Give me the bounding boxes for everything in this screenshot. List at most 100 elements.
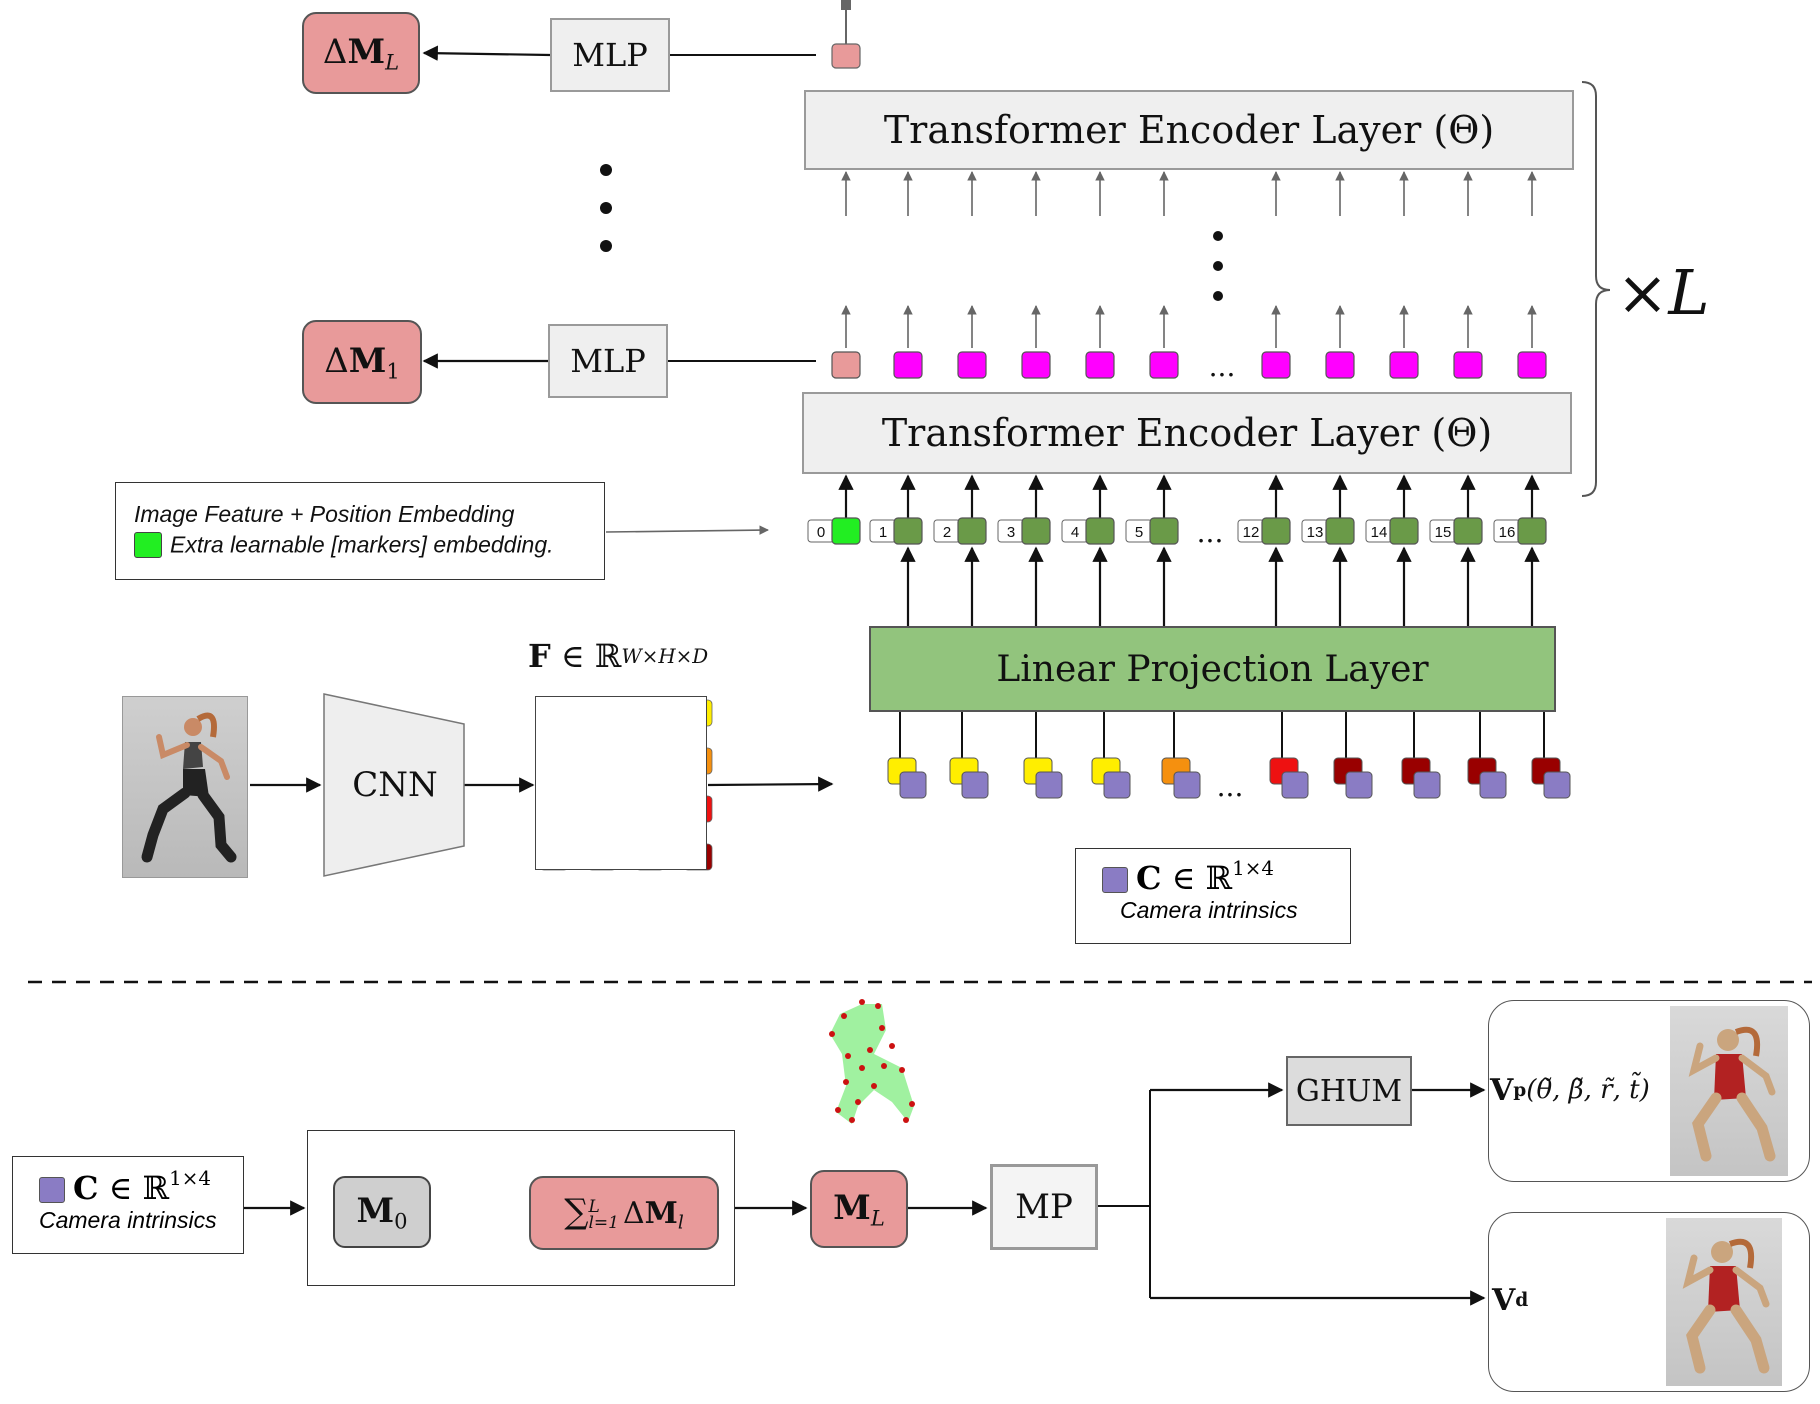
m-letter: M <box>348 340 387 381</box>
camera-intrinsics-legend: C ∈ ℝ1×4 Camera intrinsics <box>1075 848 1351 944</box>
output-token <box>957 351 987 379</box>
camera-token <box>899 771 927 799</box>
encoder-bottom-label: Transformer Encoder Layer (Θ) <box>881 411 1493 455</box>
output-token <box>1325 351 1355 379</box>
f-letter: F <box>528 637 551 675</box>
camera-token <box>1173 771 1201 799</box>
token-ellipsis-input: ... <box>1216 769 1244 803</box>
output-token <box>1149 351 1179 379</box>
token-index-label: 14 <box>1371 524 1388 541</box>
vertical-dot <box>1213 231 1223 241</box>
vertical-dot <box>1213 261 1223 271</box>
v-subscript: d <box>1515 1289 1529 1311</box>
f-dimensions: W×H×D <box>621 644 709 668</box>
camera-token <box>1345 771 1373 799</box>
c-dimensions: 1×4 <box>1232 857 1274 880</box>
real-symbol: ℝ <box>142 1168 170 1207</box>
embedding-token <box>893 517 923 545</box>
embedding-token <box>1085 517 1115 545</box>
vertical-dot <box>600 240 612 252</box>
c-letter: C <box>73 1168 99 1207</box>
ml-box: ML <box>810 1170 908 1248</box>
sum-lower: l=1 <box>588 1213 619 1234</box>
linear-projection-label: Linear Projection Layer <box>996 648 1429 690</box>
embedding-token <box>1261 517 1291 545</box>
token-index-label: 16 <box>1499 524 1516 541</box>
legend-line-1: Image Feature + Position Embedding <box>134 501 515 527</box>
m-subscript: L <box>385 49 400 75</box>
sum-symbol: ∑ <box>564 1192 589 1233</box>
camera-token <box>1281 771 1309 799</box>
token-index-label: 3 <box>1007 524 1015 541</box>
runner-silhouette <box>141 712 237 863</box>
cnn-label: CNN <box>352 765 438 805</box>
m-subscript: 0 <box>394 1208 408 1234</box>
v-subscript: p <box>1513 1079 1527 1101</box>
camera-token <box>1479 771 1507 799</box>
output-token <box>1261 351 1291 379</box>
mlp-top-label: MLP <box>572 36 648 74</box>
real-symbol: ℝ <box>1205 858 1233 897</box>
delta-symbol: Δ <box>322 31 348 72</box>
embedding-token <box>1389 517 1419 545</box>
v-letter: V <box>1490 1072 1514 1108</box>
legend-line-2: Extra learnable [markers] embedding. <box>170 531 554 558</box>
marker-figure <box>822 994 922 1134</box>
marker-swatch <box>134 531 162 558</box>
repeat-label: ×L <box>1608 252 1718 332</box>
token-index-label: 12 <box>1243 524 1260 541</box>
class-token-top-cap <box>841 0 851 10</box>
vertical-dot <box>600 202 612 214</box>
camera-input-box: C ∈ ℝ1×4 Camera intrinsics <box>12 1156 244 1254</box>
output-token <box>1085 351 1115 379</box>
m0-box: M0 <box>333 1176 431 1248</box>
vd-mesh-render <box>1666 1218 1782 1386</box>
output-token <box>1389 351 1419 379</box>
m-subscript: 1 <box>386 358 400 384</box>
embedding-token <box>1453 517 1483 545</box>
feature-to-tokens-arrow <box>707 776 834 792</box>
in-symbol: ∈ <box>560 637 585 675</box>
m-index: l <box>677 1212 684 1234</box>
token-index-label: 0 <box>817 524 825 541</box>
real-symbol: ℝ <box>594 637 622 675</box>
delta-m-1-box: ΔM1 <box>302 320 422 404</box>
token-index-label: 2 <box>943 524 951 541</box>
camera-token <box>1543 771 1571 799</box>
vp-mesh-render <box>1670 1006 1788 1176</box>
m-letter: M <box>833 1187 871 1228</box>
camera-caption: Camera intrinsics <box>1120 896 1298 923</box>
sum-upper: L <box>588 1197 600 1218</box>
embedding-token <box>1021 517 1051 545</box>
encoder-layer-top: Transformer Encoder Layer (Θ) <box>804 90 1574 170</box>
m-letter: M <box>347 31 386 72</box>
static-connectors <box>28 2 1812 1306</box>
camera-swatch <box>39 1177 65 1204</box>
in-symbol: ∈ <box>1171 858 1196 897</box>
embedding-token <box>1325 517 1355 545</box>
times-symbol: × <box>1616 255 1669 329</box>
repeat-letter: L <box>1668 255 1710 329</box>
in-symbol: ∈ <box>108 1168 133 1207</box>
cnn-trapezoid <box>323 693 465 877</box>
mp-box: MP <box>990 1164 1098 1250</box>
token-index-label: 5 <box>1135 524 1143 541</box>
encoder-top-label: Transformer Encoder Layer (Θ) <box>883 108 1495 152</box>
camera-token <box>1103 771 1131 799</box>
embedding-token <box>957 517 987 545</box>
output-token <box>1517 351 1547 379</box>
output-token <box>893 351 923 379</box>
v-letter: V <box>1492 1282 1516 1318</box>
c-dimensions: 1×4 <box>169 1167 211 1190</box>
output-token <box>1453 351 1483 379</box>
embedding-token <box>1517 517 1547 545</box>
embedding-token <box>1149 517 1179 545</box>
token-index-label: 1 <box>879 524 887 541</box>
vp-args: (θ̃, β̃, r̃, t̃) <box>1526 1075 1650 1105</box>
repeat-brace <box>1581 81 1611 497</box>
